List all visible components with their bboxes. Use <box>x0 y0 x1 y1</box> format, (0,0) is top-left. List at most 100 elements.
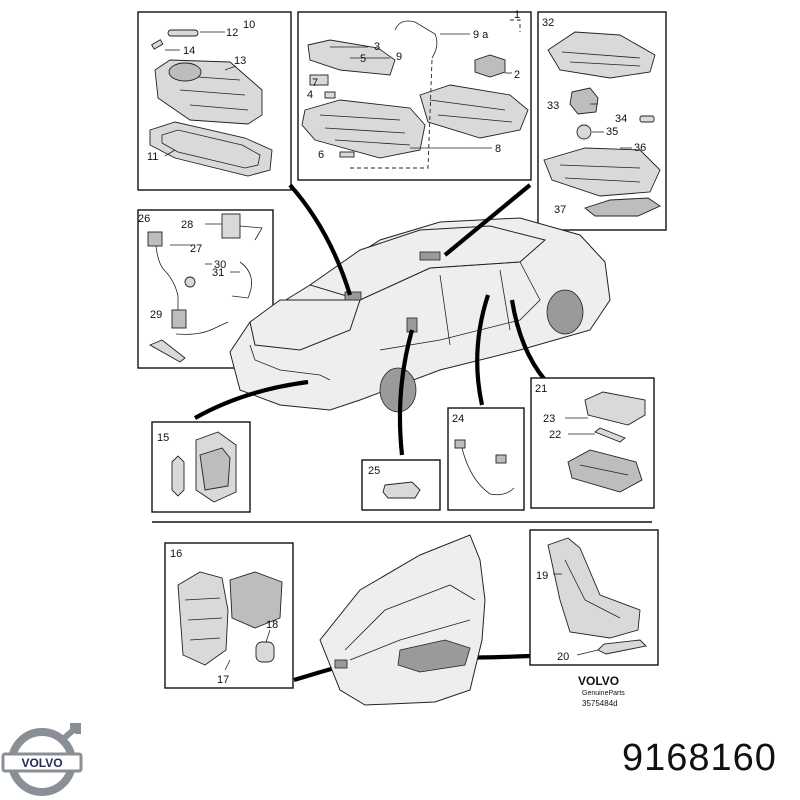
cable-27 <box>155 245 179 310</box>
switch-29 <box>171 309 187 329</box>
diagram-code: 3575484d <box>582 699 618 708</box>
callout-37: 37 <box>554 204 566 216</box>
lamp-lens <box>168 62 202 82</box>
console-detail <box>319 114 411 146</box>
socket-24 <box>495 454 507 464</box>
holder-28 <box>221 213 241 239</box>
panel-24: 24 <box>447 407 525 511</box>
overhead-lamp-marker <box>419 251 441 261</box>
switch-33 <box>569 87 599 115</box>
overhead-detail <box>561 51 641 67</box>
logo-text: VOLVO <box>21 756 62 770</box>
bulb-20 <box>597 639 647 655</box>
lamp-holder-15-inner <box>199 447 231 491</box>
callout-24: 24 <box>452 413 464 425</box>
callout-29: 29 <box>150 309 162 321</box>
callout-27: 27 <box>190 243 202 255</box>
lens-16 <box>177 571 229 666</box>
door-lamp-marker-2 <box>334 659 348 669</box>
callout-23: 23 <box>543 413 555 425</box>
bulb-6 <box>339 151 355 158</box>
arrow-door-to-box24 <box>475 294 490 406</box>
callout-30: 30 <box>214 259 226 271</box>
callout-9: 9 <box>396 51 402 63</box>
switch-7 <box>309 74 329 86</box>
callout-9a: 9 a <box>473 29 489 41</box>
diagram-brand: VOLVO <box>578 674 619 688</box>
wire-29 <box>175 321 229 335</box>
panel-10-rear-lamp: 12 10 14 13 11 <box>137 11 292 191</box>
callout-22: 22 <box>549 429 561 441</box>
callout-34: 34 <box>615 113 627 125</box>
callout-15: 15 <box>157 432 169 444</box>
lens-25 <box>382 481 421 499</box>
callout-14: 14 <box>183 45 195 57</box>
holder-28-bracket <box>239 225 263 241</box>
pin-29 <box>148 339 186 363</box>
lamp-8 <box>419 84 529 139</box>
callout-2: 2 <box>514 69 520 81</box>
circuit-board-3 <box>307 39 396 76</box>
callout-19: 19 <box>536 570 548 582</box>
lamp-36 <box>543 147 661 197</box>
screw-4 <box>324 91 336 99</box>
callout-5: 5 <box>360 53 366 65</box>
front-wheel <box>546 289 584 335</box>
clip-14 <box>151 39 164 50</box>
lamp-housing-21 <box>567 449 643 493</box>
door-lamp-marker <box>406 317 418 333</box>
arrow-door-to-box25 <box>397 329 415 456</box>
bulb-22 <box>594 427 626 443</box>
leader-13 <box>224 65 237 71</box>
panel-1-front-lamp: 1 9 a 3 9 5 2 7 4 6 8 <box>297 9 532 181</box>
lamp-housing-19-detail <box>564 559 621 619</box>
callout-26: 26 <box>138 213 150 225</box>
callout-20: 20 <box>557 651 569 663</box>
callout-8: 8 <box>495 143 501 155</box>
dashed-ref-1 <box>510 19 521 32</box>
connector-26 <box>147 231 163 247</box>
door-illustration <box>319 534 486 706</box>
genuine-parts-text: GenuineParts <box>582 690 625 697</box>
callout-4: 4 <box>307 89 313 101</box>
lamp-housing-21-detail <box>579 464 629 476</box>
gasket-inner <box>161 129 261 169</box>
callout-17: 17 <box>217 674 229 686</box>
bulb-18 <box>255 641 275 663</box>
car-door-lines <box>439 269 511 346</box>
callout-35: 35 <box>606 126 618 138</box>
callout-32: 32 <box>542 17 554 29</box>
callout-36: 36 <box>634 142 646 154</box>
panel-24-frame <box>447 407 525 511</box>
callout-21: 21 <box>535 383 547 395</box>
rear-wheel <box>379 367 417 413</box>
console-8-housing <box>301 99 426 159</box>
panel-15: 15 <box>151 421 251 513</box>
trunk-opening <box>249 344 331 381</box>
car-side-windows <box>359 261 541 351</box>
callout-10: 10 <box>243 19 255 31</box>
callout-7: 7 <box>312 77 318 89</box>
lamp-36-detail <box>559 164 641 183</box>
lamp-housing-19 <box>547 537 641 639</box>
housing-17 <box>229 571 283 629</box>
part-number: 9168160 <box>622 737 777 779</box>
callout-18: 18 <box>266 619 278 631</box>
wire-9a <box>394 20 438 59</box>
leader-18 <box>265 629 271 643</box>
lens-16-pattern <box>184 597 223 641</box>
callout-13: 13 <box>234 55 246 67</box>
arrow-box1-to-car <box>443 183 532 257</box>
cable-24 <box>461 447 515 496</box>
panel-19: 19 20 <box>529 529 659 666</box>
connector-2 <box>474 54 506 78</box>
leader-11 <box>164 149 176 157</box>
callout-25: 25 <box>368 465 380 477</box>
door-panel <box>319 534 486 706</box>
bulb-12 <box>167 29 199 37</box>
gasket-11 <box>149 121 273 177</box>
car-illustration <box>229 217 611 413</box>
lens-37 <box>584 197 661 217</box>
panel-25: 25 <box>361 459 441 511</box>
